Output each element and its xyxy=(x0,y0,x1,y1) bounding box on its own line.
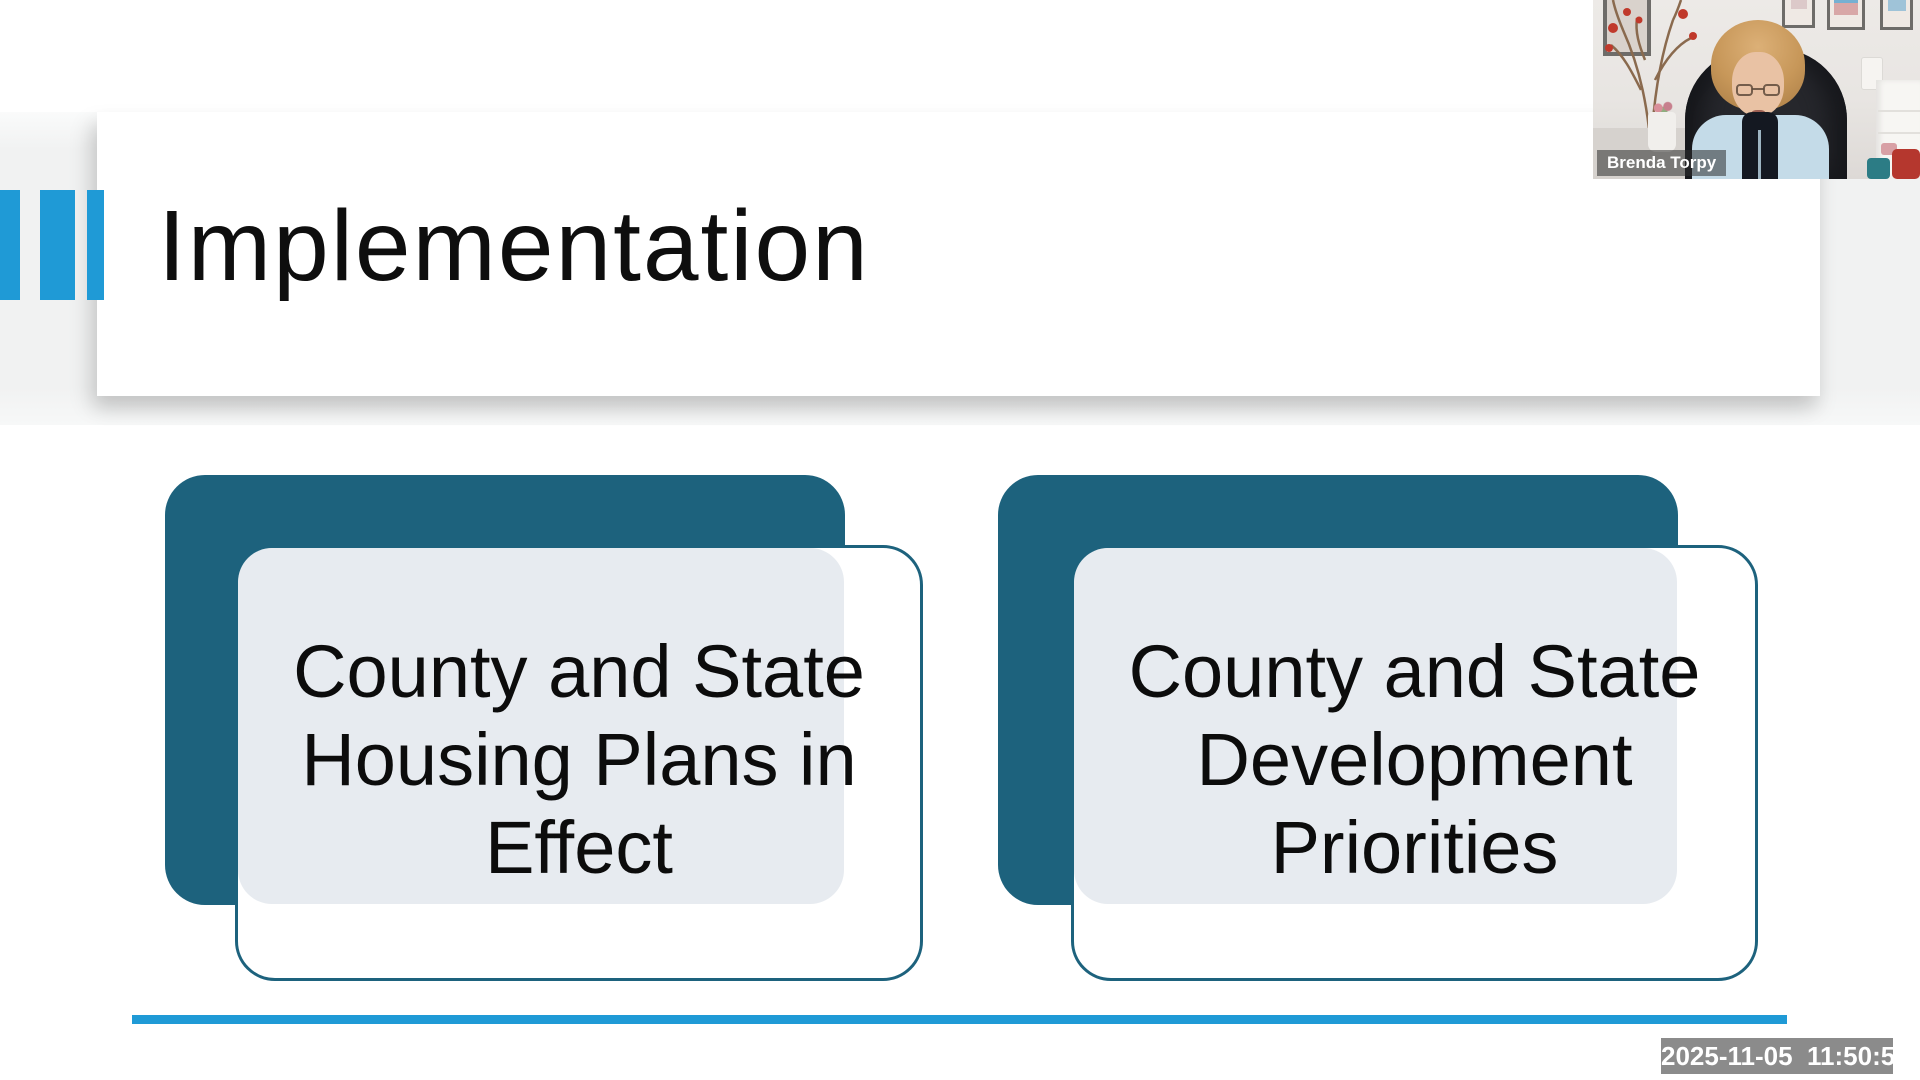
accent-bar-3 xyxy=(87,190,104,300)
picture-art-3 xyxy=(1888,0,1906,11)
card-left-fill xyxy=(238,548,844,904)
cabinet-shelf-line xyxy=(1878,132,1920,134)
title-panel xyxy=(97,112,1820,396)
glasses-lens-right xyxy=(1763,84,1780,96)
card-right-fill xyxy=(1074,548,1677,904)
glasses-lens-left xyxy=(1736,84,1753,96)
card-right-line-1: County and State xyxy=(1128,630,1701,713)
white-pot xyxy=(1648,112,1676,152)
picture-frame-1 xyxy=(1782,0,1815,28)
card-left-line-3: Effect xyxy=(485,806,673,889)
picture-art-2-top xyxy=(1834,0,1858,3)
picture-art-2-bottom xyxy=(1834,3,1858,15)
card-left-line-2: Housing Plans in xyxy=(301,718,857,801)
participant-name-label: Brenda Torpy xyxy=(1597,150,1727,176)
accent-bar-1 xyxy=(0,190,20,300)
slide-title: Implementation xyxy=(158,190,870,302)
cabinet-shelf-line xyxy=(1878,110,1920,112)
glasses-bridge xyxy=(1752,88,1764,90)
participant-video-tile[interactable]: Brenda Torpy xyxy=(1593,0,1920,179)
glasses xyxy=(1736,84,1780,97)
slide-divider-line xyxy=(132,1015,1787,1024)
red-pillow xyxy=(1892,149,1920,179)
accent-bar-2 xyxy=(40,190,75,300)
card-left-line-1: County and State xyxy=(293,630,865,713)
recording-timestamp: 2025-11-05 11:50:53 xyxy=(1661,1038,1910,1074)
vest-zipper xyxy=(1758,130,1761,179)
card-left-text: County and State Housing Plans in Effect xyxy=(235,628,923,892)
teal-pillow xyxy=(1867,158,1890,179)
card-right-line-3: Priorities xyxy=(1270,806,1559,889)
card-right-text: County and State Development Priorities xyxy=(1071,628,1758,892)
card-right-line-2: Development xyxy=(1196,718,1633,801)
picture-frame-2 xyxy=(1827,0,1865,30)
branch-decoration xyxy=(1605,0,1697,150)
picture-frame-3 xyxy=(1880,0,1913,30)
picture-art-1 xyxy=(1791,0,1807,9)
